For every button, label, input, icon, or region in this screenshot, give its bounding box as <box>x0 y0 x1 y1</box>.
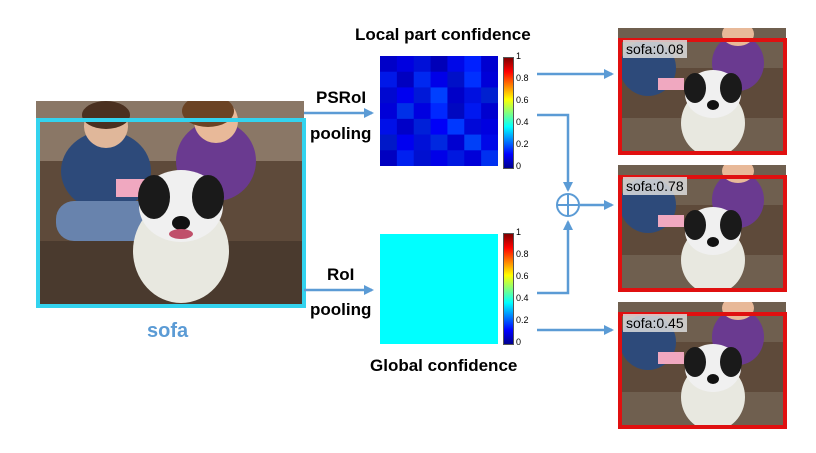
colorbar-top-tick-label: 0.6 <box>516 95 529 105</box>
heatmap-cell <box>481 103 498 120</box>
heatmap-cell <box>430 103 448 120</box>
heatmap-cell <box>413 56 432 73</box>
roi-pooling-label-2: pooling <box>310 300 372 319</box>
colorbar-top <box>503 57 514 169</box>
heatmap-cell <box>396 87 415 104</box>
colorbar-top-tick-label: 1 <box>516 51 522 61</box>
heatmap-cell <box>430 150 448 166</box>
heatmap-cell <box>396 71 415 88</box>
colorbar-top-tick-label: 0.4 <box>516 117 529 127</box>
heatmap-cell <box>380 56 398 73</box>
heatmap-cell <box>447 71 465 88</box>
heatmap-cell <box>481 56 498 73</box>
colorbar-top-tick-label: 0 <box>516 161 522 171</box>
heatmap-cell <box>481 118 498 136</box>
heatmap-cell <box>380 150 398 166</box>
colorbar-bottom-tick-label: 1 <box>516 227 522 237</box>
output-bounding-box <box>618 175 787 292</box>
heatmap-cell <box>447 118 465 136</box>
arrow-local-to-sum <box>537 113 573 192</box>
colorbar-bottom <box>503 233 514 345</box>
local-part-confidence-title: Local part confidence <box>355 25 531 44</box>
heatmap-cell <box>396 134 415 151</box>
input-bounding-box <box>36 118 306 308</box>
heatmap-cell <box>380 87 398 104</box>
heatmap-cell <box>464 87 482 104</box>
heatmap-cell <box>396 103 415 120</box>
heatmap-cell <box>380 103 398 120</box>
arrow-global-to-sum <box>537 220 573 295</box>
heatmap-cell <box>413 118 432 136</box>
heatmap-cell <box>413 71 432 88</box>
heatmap-cell <box>447 134 465 151</box>
heatmap-cell <box>413 150 432 166</box>
input-photo <box>36 101 304 304</box>
heatmap-cell <box>464 103 482 120</box>
colorbar-top-tick-label: 0.8 <box>516 73 529 83</box>
heatmap-cell <box>447 150 465 166</box>
psroi-pooling-label-2: pooling <box>310 124 372 143</box>
heatmap-cell <box>481 87 498 104</box>
input-photo-art <box>36 101 304 304</box>
heatmap-cell <box>396 118 415 136</box>
heatmap-cell <box>481 71 498 88</box>
colorbar-bottom-tick-label: 0.6 <box>516 271 529 281</box>
heatmap-cell <box>447 87 465 104</box>
heatmap-cell <box>464 150 482 166</box>
heatmap-cell <box>464 134 482 151</box>
output-score-label: sofa:0.78 <box>623 177 687 195</box>
global-confidence-map <box>380 234 498 344</box>
output-bounding-box <box>618 312 787 429</box>
colorbar-top-tick-label: 0.2 <box>516 139 529 149</box>
heatmap-cell <box>430 71 448 88</box>
colorbar-bottom-tick-label: 0 <box>516 337 522 347</box>
output-score-label: sofa:0.45 <box>623 314 687 332</box>
heatmap-cell <box>464 71 482 88</box>
roi-pooling-label-1: RoI <box>327 265 355 284</box>
heatmap-cell <box>380 118 398 136</box>
heatmap-cell <box>481 134 498 151</box>
heatmap-cell <box>430 56 448 73</box>
heatmap-cell <box>481 150 498 166</box>
heatmap-cell <box>413 87 432 104</box>
psroi-pooling-label-1: PSRoI <box>316 88 367 107</box>
global-confidence-title: Global confidence <box>370 356 518 375</box>
output-bounding-box <box>618 38 787 155</box>
heatmap-cell <box>380 71 398 88</box>
colorbar-bottom-tick-label: 0.4 <box>516 293 529 303</box>
local-confidence-map <box>380 56 498 166</box>
heatmap-cell <box>396 150 415 166</box>
heatmap-cell <box>380 134 398 151</box>
heatmap-cell <box>413 134 432 151</box>
heatmap-cell <box>464 56 482 73</box>
heatmap-cell <box>430 87 448 104</box>
input-class-label: sofa <box>147 320 189 342</box>
heatmap-cell <box>396 56 415 73</box>
heatmap-cell <box>464 118 482 136</box>
heatmap-cell <box>447 56 465 73</box>
colorbar-bottom-tick-label: 0.8 <box>516 249 529 259</box>
colorbar-bottom-tick-label: 0.2 <box>516 315 529 325</box>
output-score-label: sofa:0.08 <box>623 40 687 58</box>
output-photo <box>618 165 786 291</box>
heatmap-cell <box>447 103 465 120</box>
circled-plus-icon <box>556 193 580 217</box>
heatmap-cell <box>413 103 432 120</box>
heatmap-cell <box>430 134 448 151</box>
heatmap-cell <box>430 118 448 136</box>
